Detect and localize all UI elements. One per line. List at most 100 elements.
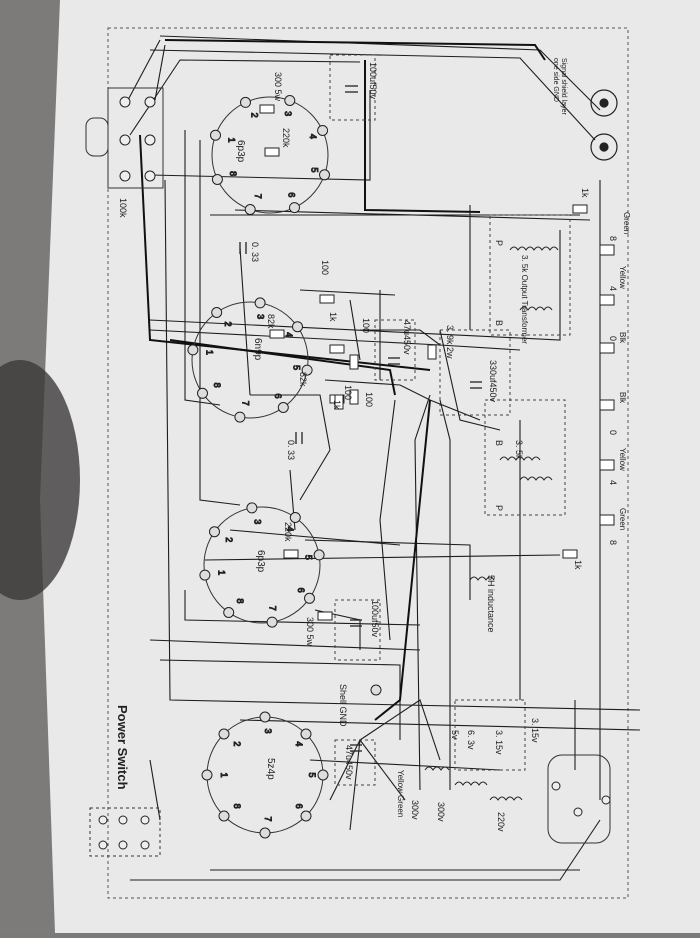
tube-top-pin-number: 4 [308,134,318,139]
wiring [127,35,641,881]
tube-top-pin [289,202,300,214]
res-82k-b: 82k [298,372,308,387]
tube-rect-pin-number: 6 [294,804,304,809]
tube-top-pin-number: 5 [309,167,319,172]
tube-bot-pin [266,616,278,628]
res-100-c: 100 [364,392,374,407]
tube-bot-pin-number: 2 [224,537,234,542]
res-300-bot: 300 5w [305,617,315,647]
tube-mid-pin-number: 2 [223,321,233,326]
tube-mid-pin-number: 4 [284,332,294,337]
tube-mid-pin [211,307,223,318]
cap-033-bot: 0. 33 [286,440,296,460]
bus-wiring [139,39,546,721]
tube-rect-pin [300,728,312,740]
power-switch-box[interactable] [89,807,161,857]
tube-top-pin-number: 6 [287,192,297,197]
tube-top-pin-number: 7 [253,194,263,199]
res-39k: 3. 9k 2w [445,325,455,359]
tube-bot-pin-number: 1 [217,570,227,575]
tube-mid-pin-number: 8 [212,383,222,388]
cap-47uf-bot: 47u450v [344,745,354,780]
input-jacks[interactable] [590,89,618,161]
capacitors [239,85,482,752]
v300-a: 300v [436,802,446,822]
tube-top-pin-number: 8 [228,171,238,176]
v300-b: 300v [410,800,420,820]
tube-top-pin-number: 1 [227,137,237,142]
res-220k-bot: 220k [283,522,293,542]
tube-mid-pin-number: 6 [273,393,283,398]
pot-label: 100k [118,198,128,218]
resistors [259,104,588,621]
tube-top-label: 6p3p [235,140,246,163]
tube-bot-pin-number: 4 [285,526,295,531]
tube-mid-pin-number: 5 [291,365,301,370]
tube-bot-pin [304,592,315,604]
power-inlet-pins [551,781,611,817]
tube-rect-pin [201,769,213,781]
tube-mid-pin-number: 3 [256,314,266,319]
res-300-top: 300 5w [273,72,283,102]
res-1k-b: 1k [332,400,342,410]
cap-100uf-bot: 100uf50v [370,600,380,638]
green-bot: Green [618,508,627,530]
tube-bot-pin [246,502,258,514]
tube-top-pin-number: 3 [283,111,293,116]
tube-bot-socket [203,506,321,624]
cap-100uf-top: 100uf50v [368,62,378,100]
inductance-label: 5H inductance [486,575,496,633]
v5-label: 5v [450,730,460,740]
primary-p-bot: P [494,505,504,511]
yellow-green-label: Yellow Green [396,770,405,817]
tube-mid-pin [254,297,266,309]
res-100-a: 100 [320,260,330,275]
res-220k-top: 220k [281,128,291,148]
tube-rect-pin-number: 7 [263,816,273,821]
tube-mid-pin-number: 7 [240,401,250,406]
v315-b: 3. 15v [494,730,504,755]
tube-bot-pin [209,526,220,538]
tap-4-top: 4 [608,286,618,291]
tube-rect-pin [259,827,271,839]
yellow-top: Yellow [618,266,627,289]
tube-bot-pin-number: 6 [296,588,306,593]
cap-033-top: 0. 33 [250,242,260,262]
tube-bot-pin [223,607,235,618]
tube-rect-pin-number: 2 [232,741,242,746]
cap-47uf-mid: 47u450v [402,320,412,355]
cap-330uf: 330uf450v [488,360,498,403]
tube-rect-pin [317,769,329,781]
one-side-gnd-label: one side GND [552,58,559,102]
tube-mid-label: 6n9p [252,338,263,361]
tube-rect-pin-number: 8 [232,804,242,809]
tube-bot-pin [199,569,211,581]
tap-0-bot: 0 [608,430,618,435]
tube-mid-pin [187,344,199,356]
res-1k-a: 1k [328,312,338,322]
primary-b-bot: B [494,440,504,446]
tube-mid-pin [301,364,313,376]
tap-8-bot: 8 [608,540,618,545]
tube-rect-pin [259,711,271,723]
tube-bot-pin-number: 7 [268,606,278,611]
tube-bot-pin [289,512,301,523]
transformer-bot-label: 3. 5k [514,440,524,460]
tube-rect-pin [218,728,230,740]
tube-top-pin [240,96,251,108]
shell-gnd-terminal [370,684,382,696]
tap-8-top: 8 [608,236,618,241]
power-switch-label: Power Switch [115,705,130,790]
transformer-top-label: 3. 5k Output Transformer [520,255,529,344]
res-1k-c: 1k [580,188,590,198]
res-100-b: 100 [361,318,371,333]
tube-rect-pin-number: 4 [294,741,304,746]
tube-mid-pin [277,402,289,413]
tube-top-pin-number: 2 [249,113,259,118]
tube-bot-pin-number: 3 [252,519,262,524]
power-switch-pins [98,815,150,850]
tube-top-pin [244,204,256,215]
tap-0-top: 0 [608,336,618,341]
tube-top-pin [317,125,329,136]
paper-sheet [40,0,700,933]
